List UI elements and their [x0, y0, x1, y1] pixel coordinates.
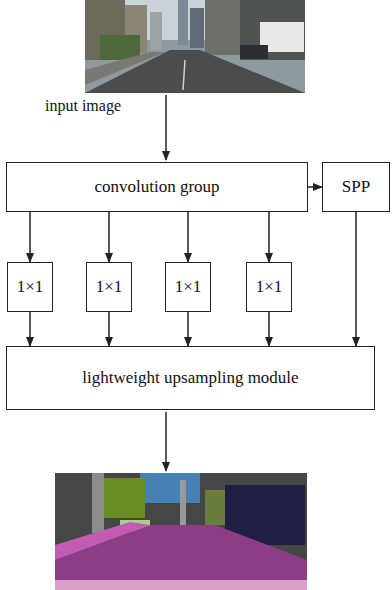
box-label: SPP — [342, 177, 370, 197]
box-label: 1×1 — [96, 277, 123, 297]
box-label: 1×1 — [256, 277, 283, 297]
box-label: convolution group — [94, 177, 219, 197]
segmentation-output — [55, 473, 307, 590]
box-label: 1×1 — [175, 277, 202, 297]
spp-box: SPP — [322, 162, 390, 212]
output-arrow — [165, 412, 167, 471]
conv1x1-box: 1×1 — [7, 262, 53, 312]
conv1x1-box: 1×1 — [86, 262, 132, 312]
convolution-box: convolution group — [6, 162, 308, 212]
flow-arrow — [268, 312, 270, 346]
flow-arrow — [187, 212, 189, 262]
upsampling-box: lightweight upsampling module — [6, 346, 375, 410]
flow-arrow — [268, 212, 270, 262]
flow-arrow — [355, 212, 357, 346]
conv1x1-box: 1×1 — [246, 262, 292, 312]
flow-arrow — [187, 312, 189, 346]
input-photo — [85, 0, 305, 93]
box-label: 1×1 — [17, 277, 44, 297]
flow-arrow — [29, 212, 31, 262]
input-arrow — [165, 95, 167, 160]
flow-arrow — [29, 312, 31, 346]
flow-arrow — [108, 312, 110, 346]
image-caption: input image — [45, 97, 121, 115]
box-label: lightweight upsampling module — [82, 368, 298, 388]
flow-arrow — [108, 212, 110, 262]
flow-arrow — [308, 186, 322, 188]
conv1x1-box: 1×1 — [165, 262, 211, 312]
